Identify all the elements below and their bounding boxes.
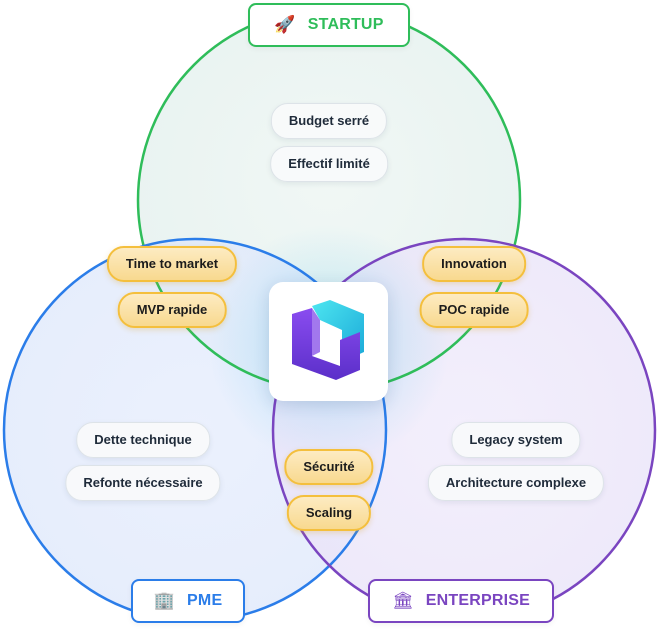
enterprise-item: Architecture complexe — [427, 465, 605, 501]
enterprise-item: Legacy system — [451, 422, 581, 458]
overlap-startup-pme-item: Time to market — [106, 246, 238, 282]
startup-item: Budget serré — [270, 103, 388, 139]
startup-item: Effectif limité — [270, 146, 388, 182]
overlap-pme-enterprise-item: Scaling — [286, 495, 372, 531]
center-logo-card — [269, 282, 388, 401]
rocket-icon: 🚀 — [274, 15, 296, 34]
enterprise-title: ENTERPRISE — [425, 592, 531, 609]
logo-icon — [292, 300, 364, 380]
pme-label: 🏢 PME — [131, 579, 245, 623]
pme-item: Refonte nécessaire — [65, 465, 221, 501]
startup-title: STARTUP — [307, 16, 384, 33]
pme-title: PME — [187, 592, 223, 609]
overlap-startup-enterprise-item: POC rapide — [419, 292, 529, 328]
overlap-startup-enterprise-item: Innovation — [422, 246, 526, 282]
classical-building-icon: 🏛 — [391, 591, 414, 610]
office-building-icon: 🏢 — [153, 591, 176, 610]
enterprise-label: 🏛 ENTERPRISE — [368, 579, 554, 623]
pme-item: Dette technique — [76, 422, 210, 458]
overlap-pme-enterprise-item: Sécurité — [284, 449, 374, 485]
overlap-startup-pme-item: MVP rapide — [117, 292, 227, 328]
startup-label: 🚀 STARTUP — [248, 3, 410, 47]
